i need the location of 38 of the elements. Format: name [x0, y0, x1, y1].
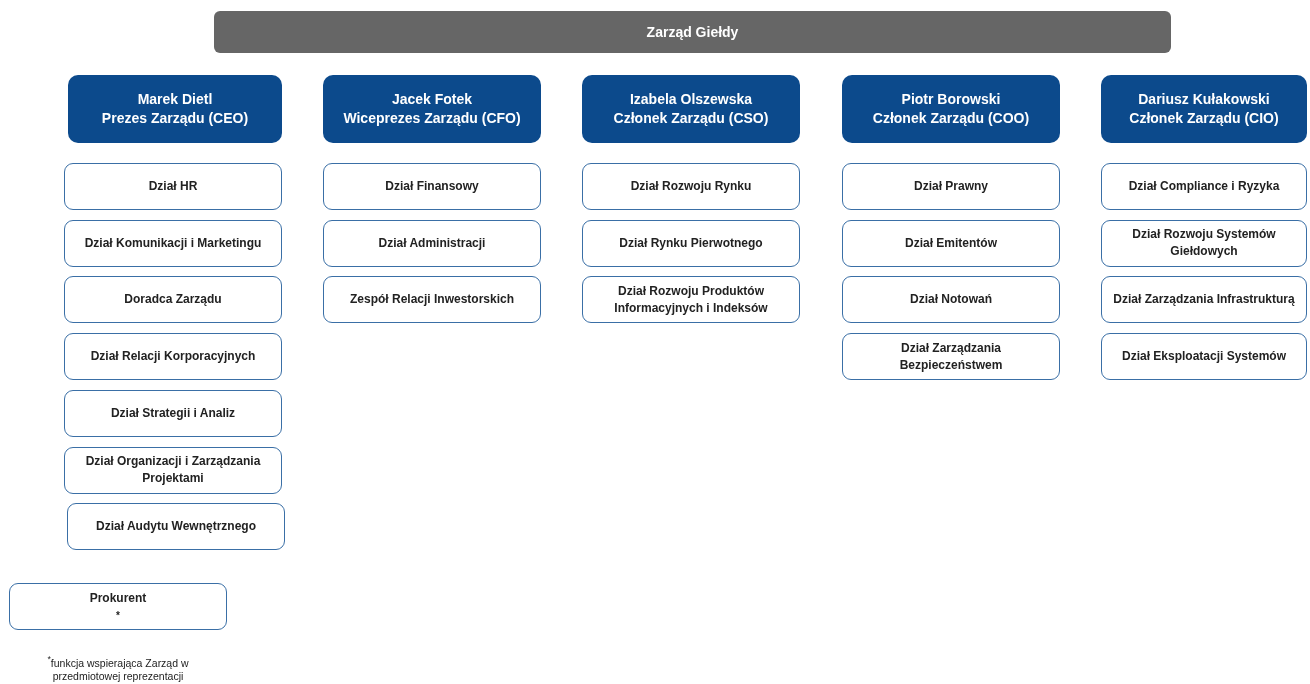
department-box: Dział Eksploatacji Systemów [1101, 333, 1307, 381]
department-box: Dział Komunikacji i Marketingu [64, 219, 282, 267]
executive-box [582, 75, 800, 143]
department-box: Dział Rozwoju Produktów Informacyjnych i Indeksów [582, 276, 800, 324]
department-box: Dział Finansowy [323, 163, 541, 210]
executive-box [68, 75, 282, 143]
person-name: Jacek Fotek [391, 90, 473, 109]
person-name: Piotr Borowski [901, 90, 1001, 109]
department-box: Dział Relacji Korporacyjnych [64, 333, 282, 381]
department-box: Dział Prawny [842, 163, 1060, 210]
executive-box [323, 75, 541, 143]
person-name: Izabela Olszewska [629, 90, 753, 109]
person-name: Dariusz Kułakowski [1138, 90, 1270, 109]
department-box: Dział Rozwoju Rynku [582, 163, 800, 210]
executive-box [1101, 75, 1307, 143]
board-header-bar: Zarząd Giełdy [214, 11, 1171, 53]
department-box: Zespół Relacji Inwestorskich [323, 276, 541, 324]
position-title: Wiceprezes Zarządu (CFO) [343, 109, 521, 128]
department-box: Dział Strategii i Analiz [64, 389, 282, 437]
person-name: Marek Dietl [137, 90, 213, 109]
department-box: Doradca Zarządu [64, 276, 282, 324]
department-box: Dział Zarządzania Infrastrukturą [1101, 276, 1307, 324]
department-box: Dział HR [64, 163, 282, 210]
department-box: Dział Organizacji i Zarządzania Projektami [64, 446, 282, 494]
department-box: Dział Administracji [323, 219, 541, 267]
department-box: Dział Rynku Pierwotnego [582, 219, 800, 267]
department-box: Dział Rozwoju Systemów Giełdowych [1101, 219, 1307, 267]
department-box: Dział Notowań [842, 276, 1060, 324]
department-box: Dział Audytu Wewnętrznego [67, 503, 285, 551]
department-box: Dział Emitentów [842, 219, 1060, 267]
position-title: Członek Zarządu (COO) [872, 109, 1030, 128]
department-box: Dział Compliance i Ryzyka [1101, 163, 1307, 210]
executive-box [842, 75, 1060, 143]
position-title: Prezes Zarządu (CEO) [101, 109, 249, 128]
footnote: $^{*}$funkcja wspierająca Zarząd w przedmiotowej reprezentacji [46, 653, 190, 683]
department-box: Dział Zarządzania Bezpieczeństwem [842, 333, 1060, 381]
position-title: Członek Zarządu (CSO) [613, 109, 769, 128]
position-title: Członek Zarządu (CIO) [1129, 109, 1279, 128]
